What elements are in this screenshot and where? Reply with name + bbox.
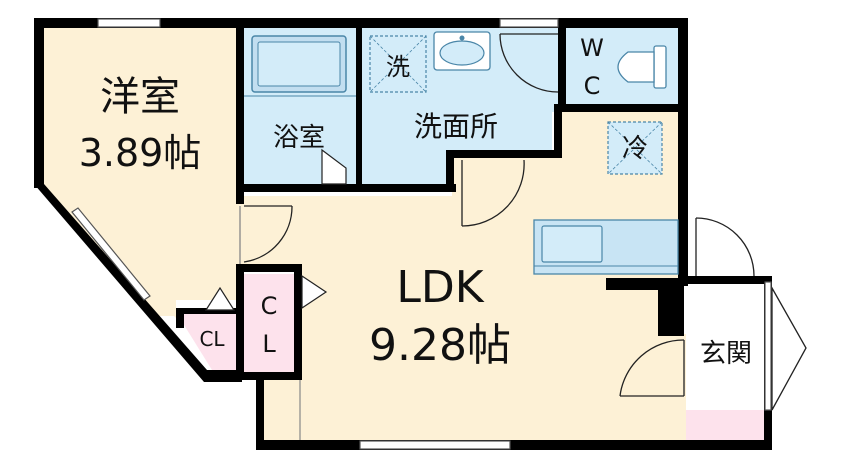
ldk-name: LDK [396, 262, 484, 313]
entrance-step [686, 410, 768, 440]
washroom-name: 洗面所 [414, 110, 498, 143]
closet-tall-floor [244, 274, 300, 374]
toilet-tank [653, 45, 667, 89]
entrance-name: 玄関 [700, 339, 752, 369]
western-room-name: 洋室 [100, 74, 180, 120]
ldk-floor [240, 110, 686, 440]
windows [71, 18, 772, 450]
doors [239, 33, 807, 411]
closet-tall-label-c: C [261, 292, 278, 320]
closet-small-label: CL [199, 327, 225, 351]
walls [34, 18, 772, 450]
toilet-label-c: C [584, 72, 601, 100]
western-room-area: 3.89帖 [79, 131, 202, 175]
closet-small-floor [176, 312, 236, 370]
western-room-floor-main [44, 28, 240, 318]
ldk-area: 9.28帖 [369, 320, 511, 371]
bathroom-name: 浴室 [273, 123, 325, 153]
closet-door-marks [204, 148, 347, 440]
entrance-floor [686, 284, 768, 410]
washer-mark: 洗 [386, 53, 410, 81]
toilet-label-w: W [580, 34, 604, 62]
fridge-mark: 冷 [622, 134, 648, 164]
closet-tall-label-l: L [262, 330, 276, 358]
toilet-bowl [617, 51, 655, 83]
